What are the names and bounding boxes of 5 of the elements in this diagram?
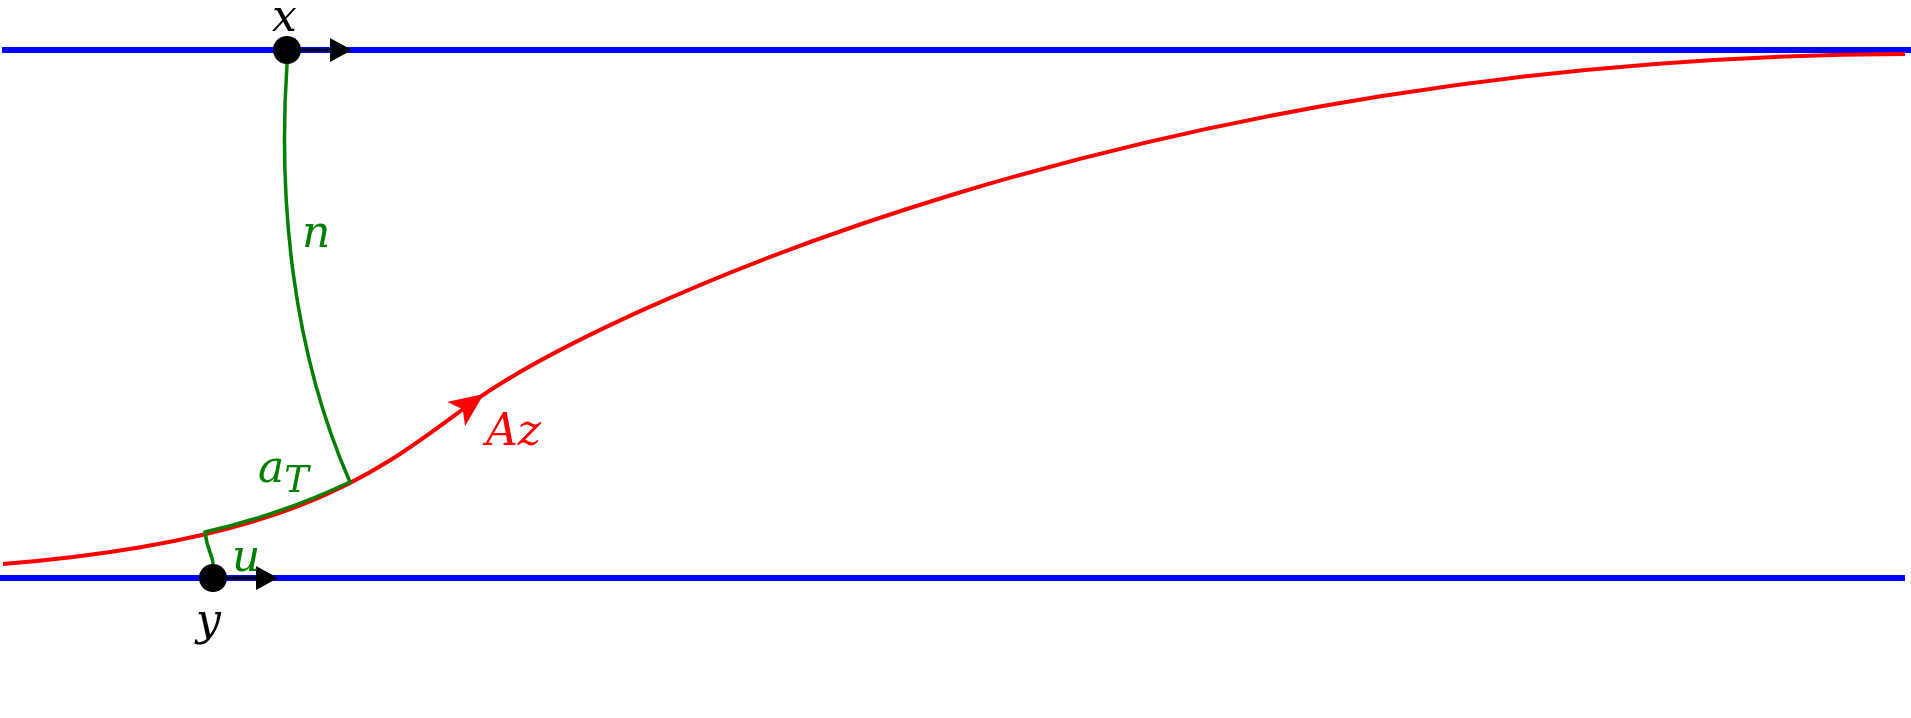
- connecting-curve: [203, 63, 352, 565]
- point-label: x: [272, 0, 297, 38]
- curve-label: a$_{T}$: [258, 445, 309, 499]
- curve-label: u: [232, 534, 261, 578]
- curve-label: n: [302, 210, 331, 254]
